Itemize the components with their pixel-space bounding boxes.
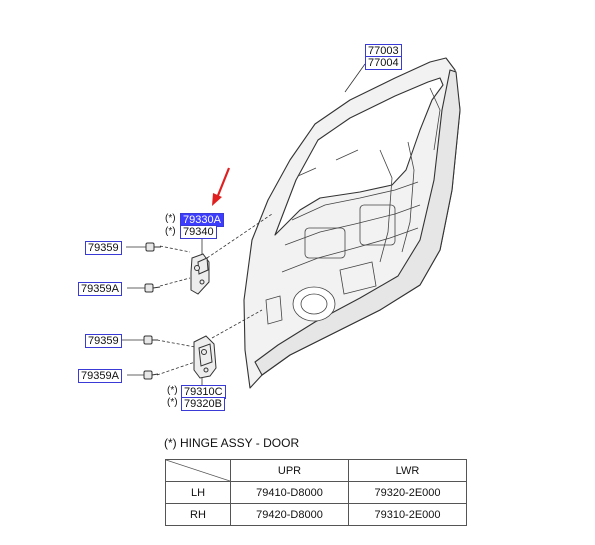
bolt-upper-2 <box>144 283 161 293</box>
callout-door-2[interactable]: 77004 <box>365 56 402 70</box>
part-number-cell: 79410-D8000 <box>230 481 349 504</box>
optional-marker: (*) <box>165 226 176 237</box>
callout-lower-hinge-1[interactable]: 79310C <box>181 385 226 399</box>
part-number-cell: 79420-D8000 <box>230 503 349 526</box>
callout-lower-bolt-2[interactable]: 79359A <box>78 369 122 383</box>
optional-marker: (*) <box>167 397 178 408</box>
callout-upper-hinge-2[interactable]: 79340 <box>180 225 217 239</box>
header-lwr: LWR <box>348 459 467 482</box>
alignment-lines <box>156 213 273 376</box>
callout-lower-bolt-1[interactable]: 79359 <box>85 334 122 348</box>
table-corner-cell <box>165 459 231 482</box>
lower-hinge-part <box>193 335 217 379</box>
row-label: LH <box>165 481 231 504</box>
bolt-upper-1 <box>145 242 161 252</box>
callout-upper-hinge-1[interactable]: 79330A <box>180 213 224 227</box>
header-upr: UPR <box>230 459 349 482</box>
optional-marker: (*) <box>167 385 178 396</box>
part-number-cell: 79320-2E000 <box>348 481 467 504</box>
bolt-lower-1 <box>143 335 158 345</box>
diagonal-divider <box>166 460 230 481</box>
legend-note: (*) HINGE ASSY - DOOR <box>164 436 300 450</box>
part-number-cell: 79310-2E000 <box>348 503 467 526</box>
callout-upper-bolt-2[interactable]: 79359A <box>78 282 122 296</box>
callout-lower-hinge-2[interactable]: 79320B <box>181 397 225 411</box>
upper-hinge-part <box>190 253 210 295</box>
door-inner-details <box>265 87 441 325</box>
row-label: RH <box>165 503 231 526</box>
rear-door-panel <box>243 57 461 389</box>
bolt-lower-2 <box>143 370 159 380</box>
table-header-row: UPR LWR <box>165 459 467 482</box>
callout-upper-bolt-1[interactable]: 79359 <box>85 241 122 255</box>
parts-table: UPR LWR LH 79410-D8000 79320-2E000 RH 79… <box>165 459 467 526</box>
optional-marker: (*) <box>165 213 176 224</box>
indicator-arrow <box>212 167 231 206</box>
table-row: LH 79410-D8000 79320-2E000 <box>165 481 467 504</box>
table-row: RH 79420-D8000 79310-2E000 <box>165 503 467 526</box>
